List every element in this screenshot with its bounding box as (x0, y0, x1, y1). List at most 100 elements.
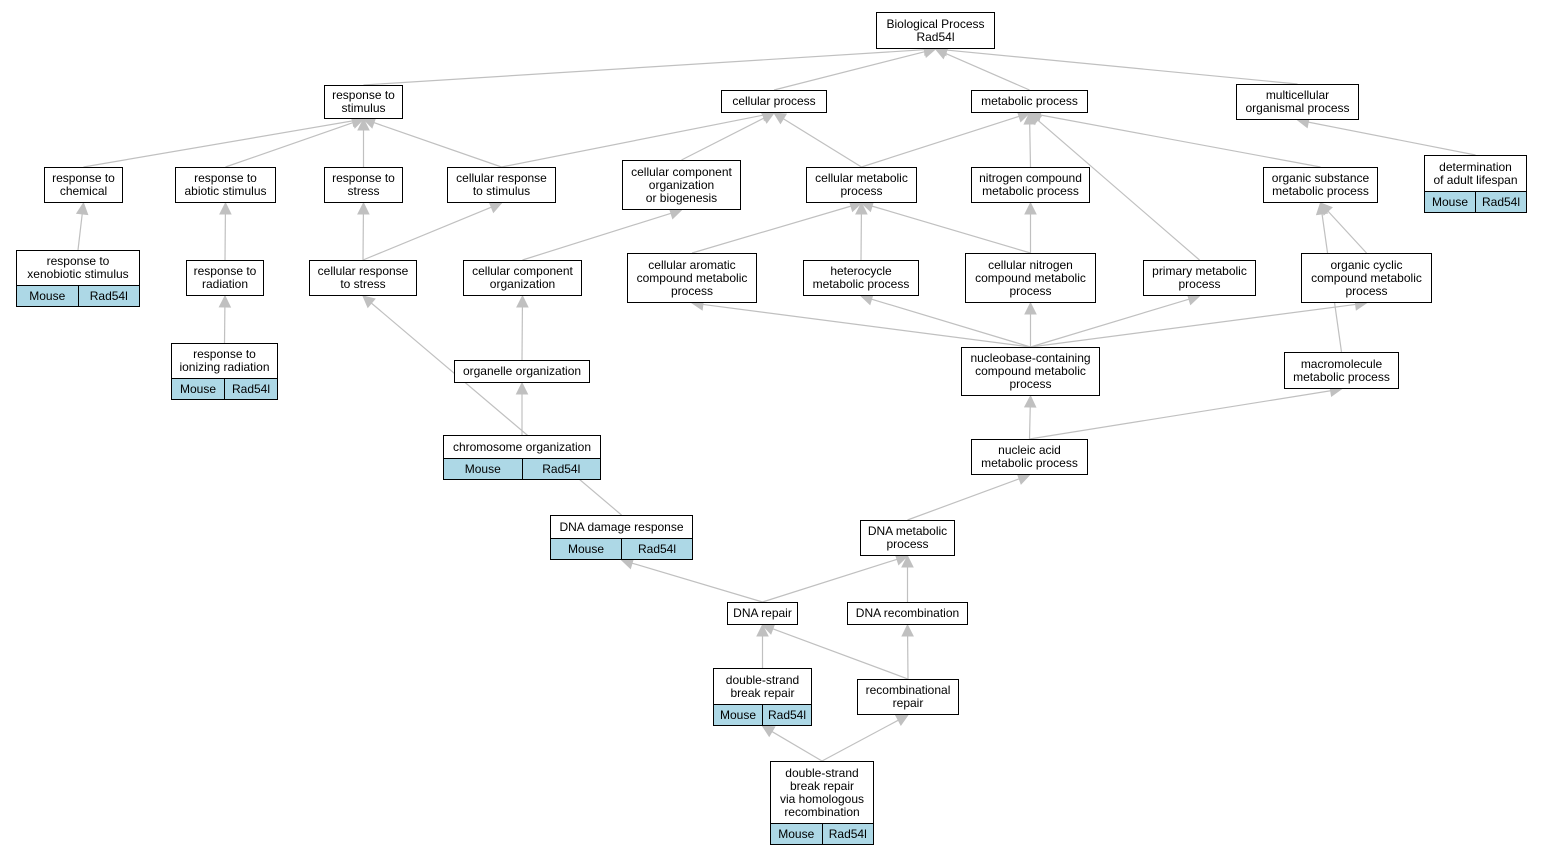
edge-dsbhr-dsbr (771, 731, 823, 762)
go-term-occmp[interactable]: organic cyclic compound metabolic proces… (1301, 253, 1432, 303)
go-term-hmp[interactable]: heterocycle metabolic process (803, 260, 919, 296)
go-term-crst[interactable]: cellular response to stress (309, 260, 417, 296)
go-term-rtc[interactable]: response to chemical (44, 167, 123, 203)
term-label: cellular process (732, 94, 816, 108)
go-term-pmp[interactable]: primary metabolic process (1143, 260, 1256, 296)
go-term-mmp[interactable]: macromolecule metabolic process (1284, 352, 1399, 389)
term-label: response to stress (332, 171, 395, 198)
arrowhead-dsbr-drep (756, 623, 769, 637)
arrowhead-dsbhr-rrep (894, 714, 909, 726)
arrowhead-ddr-crst (362, 295, 376, 309)
edge-osmp-mp (1040, 114, 1321, 168)
arrowhead-hmp-cmp (855, 201, 868, 215)
term-label: DNA metabolic process (867, 524, 948, 551)
gene-cell: Rad54l (521, 459, 601, 479)
species-cell: Mouse (567, 541, 605, 556)
go-term-cncmp[interactable]: cellular nitrogen compound metabolic pro… (965, 253, 1096, 303)
edge-crst-crs (362, 206, 492, 261)
term-label: cellular component organization or bioge… (631, 164, 732, 205)
term-label: cellular aromatic compound metabolic pro… (636, 257, 748, 298)
species-cell: Mouse (29, 288, 66, 303)
go-term-cmp[interactable]: cellular metabolic process (806, 167, 917, 203)
go-term-dmp[interactable]: DNA metabolic process (860, 520, 955, 556)
species-cell: Mouse (778, 826, 815, 841)
edge-ddr-crst (371, 302, 622, 516)
term-label: macromolecule metabolic process (1293, 356, 1390, 384)
term-label: nitrogen compound metabolic process (979, 171, 1082, 198)
gene-cell: Rad54l (762, 705, 811, 725)
arrowhead-ccob-cp (760, 112, 775, 124)
term-label: nucleic acid metabolic process (981, 443, 1078, 470)
go-term-cco[interactable]: cellular component organization (463, 260, 582, 296)
go-term-oo[interactable]: organelle organization (454, 360, 590, 383)
arrowhead-rtr-ras (219, 201, 232, 215)
edge-rtc-rts (83, 120, 353, 168)
edge-nbccmp-occmp (1030, 303, 1356, 348)
edge-cncmp-cmp (871, 205, 1031, 254)
arrowhead-cmp-cp (773, 112, 788, 125)
go-term-mop[interactable]: multicellular organismal process (1236, 84, 1359, 120)
go-term-rst[interactable]: response to stress (324, 167, 403, 203)
term-label: cellular response to stimulus (456, 171, 547, 198)
edge-nbccmp-pmp (1030, 298, 1190, 348)
edge-cacmp-cmp (691, 205, 852, 254)
arrowhead-drec-dmp (901, 554, 914, 568)
gene-cell: Rad54l (821, 824, 874, 844)
go-term-rts[interactable]: response to stimulus (324, 85, 403, 119)
edge-crs-cp (501, 114, 764, 168)
term-label: response to ionizing radiation (179, 347, 270, 374)
term-label: cellular response to stress (317, 264, 409, 291)
term-label: response to abiotic stimulus (184, 171, 267, 198)
go-term-nbccmp[interactable]: nucleobase-containing compound metabolic… (961, 347, 1100, 396)
term-label: double-strand break repair via homologou… (779, 765, 865, 819)
go-term-drep[interactable]: DNA repair (727, 602, 798, 625)
go-term-cp[interactable]: cellular process (721, 90, 827, 113)
go-term-ras[interactable]: response to abiotic stimulus (175, 167, 276, 203)
edge-mp-bp (945, 52, 1030, 91)
go-term-rtr[interactable]: response to radiation (186, 260, 264, 296)
gene-cell: Rad54l (621, 539, 692, 559)
arrowhead-rrep-drec (901, 623, 914, 637)
term-label: double-strand break repair (725, 672, 800, 700)
edge-cmp-mp (861, 115, 1020, 168)
go-term-dsbhr[interactable]: double-strand break repair via homologou… (770, 761, 874, 845)
species-cell: Mouse (179, 381, 217, 396)
arrowhead-crst-rst (357, 201, 370, 215)
edge-dal-mop (1308, 121, 1476, 156)
term-label: response to stimulus (332, 88, 395, 115)
edge-dsbhr-rrep (821, 719, 899, 762)
edge-occmp-osmp (1327, 210, 1367, 254)
annotation-row: Mouse Rad54l (771, 823, 873, 844)
term-label: DNA damage response (559, 519, 684, 534)
go-term-bp[interactable]: Biological Process Rad54l (876, 12, 995, 49)
arrowhead-nbccmp-cncmp (1024, 301, 1037, 315)
go-term-crs[interactable]: cellular response to stimulus (447, 167, 556, 203)
go-term-drec[interactable]: DNA recombination (847, 602, 968, 625)
go-term-ncmp[interactable]: nitrogen compound metabolic process (971, 167, 1090, 203)
edge-drep-ddr (631, 562, 763, 603)
edge-drep-dmp (762, 558, 898, 603)
go-term-mp[interactable]: metabolic process (971, 90, 1088, 113)
edge-pmp-mp (1037, 119, 1200, 261)
term-label: multicellular organismal process (1245, 88, 1350, 115)
go-term-ccob[interactable]: cellular component organization or bioge… (622, 160, 741, 210)
go-term-cacmp[interactable]: cellular aromatic compound metabolic pro… (627, 253, 757, 303)
term-label: response to radiation (193, 264, 257, 291)
go-term-rrep[interactable]: recombinational repair (857, 679, 959, 715)
edge-mop-bp (946, 49, 1298, 85)
arrowhead-namp-nbccmp (1023, 394, 1037, 408)
arrowhead-rxs-rtc (75, 201, 89, 216)
go-term-namp[interactable]: nucleic acid metabolic process (971, 439, 1088, 475)
annotation-row: Mouse Rad54l (551, 538, 692, 559)
go-term-osmp[interactable]: organic substance metabolic process (1263, 167, 1378, 203)
term-label: organelle organization (462, 364, 582, 378)
